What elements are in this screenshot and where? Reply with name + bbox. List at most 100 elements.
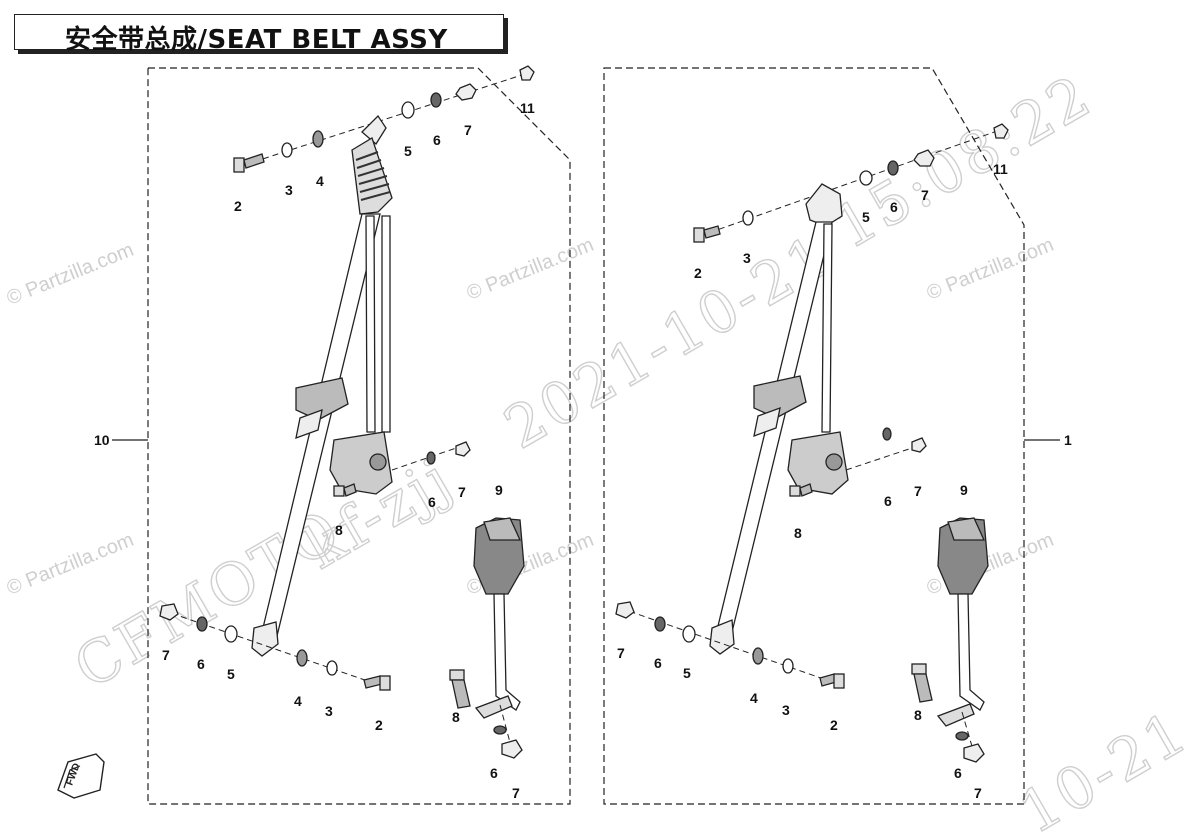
callout-number: 6 xyxy=(954,765,962,781)
callout-number: 6 xyxy=(197,656,205,672)
callout-number: 6 xyxy=(490,765,498,781)
flange-nut xyxy=(519,65,535,81)
hex-nut xyxy=(615,601,635,619)
callout-number: 4 xyxy=(750,690,758,706)
belt-webbing xyxy=(261,213,381,641)
belt-webbing-vertical xyxy=(381,215,391,433)
callout-number: 7 xyxy=(512,785,520,801)
wave-washer xyxy=(196,616,208,632)
flange-nut xyxy=(993,123,1009,139)
callout-number: 6 xyxy=(433,132,441,148)
wave-washer xyxy=(882,427,892,441)
hex-nut xyxy=(159,603,179,621)
wave-washer xyxy=(493,725,507,735)
callout-number: 9 xyxy=(495,482,503,498)
callout-number: 3 xyxy=(782,702,790,718)
callout-number: 6 xyxy=(890,199,898,215)
spacer-washer xyxy=(742,210,754,226)
callout-number: 8 xyxy=(452,709,460,725)
latch-tongue xyxy=(753,406,781,438)
right-callouts: 2 3 5 6 7 11 8 6 7 9 7 6 5 4 3 2 8 6 7 1 xyxy=(617,161,1072,801)
wave-washer xyxy=(312,130,324,148)
callout-number: 7 xyxy=(464,122,472,138)
spacer-washer xyxy=(782,658,794,674)
callout-number: 5 xyxy=(227,666,235,682)
hex-nut xyxy=(455,441,471,457)
wave-washer xyxy=(430,92,442,108)
latch-plate xyxy=(753,375,807,419)
wave-washer xyxy=(955,731,969,741)
left-assembly-frame xyxy=(147,67,571,805)
fwd-arrow-icon: FWD xyxy=(57,753,105,799)
lower-anchor-plate xyxy=(251,621,279,657)
hex-nut xyxy=(911,437,927,453)
callout-number: 6 xyxy=(884,493,892,509)
callout-number: 4 xyxy=(294,693,302,709)
callout-number: 2 xyxy=(375,717,383,733)
hex-nut xyxy=(913,149,935,167)
bushing xyxy=(401,101,415,119)
callout-number: 2 xyxy=(234,198,242,214)
buckle-bolt xyxy=(911,663,933,703)
callout-number: 5 xyxy=(862,209,870,225)
callout-number: 3 xyxy=(325,703,333,719)
title-box: 安全带总成/SEAT BELT ASSY xyxy=(14,14,504,55)
lower-anchor-plate xyxy=(709,619,735,655)
bushing xyxy=(682,625,696,643)
retractor-bolt xyxy=(789,483,813,497)
callout-number: 7 xyxy=(162,647,170,663)
callout-number: 8 xyxy=(794,525,802,541)
buckle-stalk xyxy=(957,593,985,711)
callout-number: 5 xyxy=(683,665,691,681)
retractor-bolt xyxy=(333,483,357,497)
hex-nut xyxy=(501,739,523,759)
partzilla-watermark: © Partzilla.com xyxy=(4,529,137,600)
wave-washer xyxy=(426,451,436,465)
latch-tongue xyxy=(295,408,323,440)
callout-number: 7 xyxy=(914,483,922,499)
retractor xyxy=(329,431,393,495)
callout-number: 2 xyxy=(694,265,702,281)
hex-nut xyxy=(963,743,985,763)
assembly-callout: 1 xyxy=(1064,432,1072,448)
partzilla-watermark: © Partzilla.com xyxy=(464,234,597,305)
callout-number: 9 xyxy=(960,482,968,498)
bushing xyxy=(859,170,873,186)
callout-number: 5 xyxy=(404,143,412,159)
right-assembly xyxy=(615,123,1009,763)
wave-washer xyxy=(654,616,666,632)
diagram-title: 安全带总成/SEAT BELT ASSY xyxy=(65,25,448,55)
callout-number: 6 xyxy=(654,655,662,671)
right-assembly-frame xyxy=(603,67,1025,805)
buckle-bracket xyxy=(474,695,513,719)
partzilla-watermark: © Partzilla.com xyxy=(4,239,137,310)
left-callouts: 2 3 4 5 6 7 11 8 6 7 9 7 6 5 4 3 2 8 6 7… xyxy=(94,100,535,801)
assembly-callout: 10 xyxy=(94,432,110,448)
anchor-bolt xyxy=(363,675,391,691)
callout-number: 11 xyxy=(993,161,1008,177)
partzilla-watermark: © Partzilla.com xyxy=(924,234,1057,305)
buckle-stalk xyxy=(493,593,521,711)
wave-washer xyxy=(887,160,899,176)
callout-number: 4 xyxy=(316,173,324,189)
corner-date-watermark: 10-21 xyxy=(1008,697,1200,840)
buckle-bolt xyxy=(449,669,471,709)
callout-number: 6 xyxy=(428,494,436,510)
anchor-bolt xyxy=(819,673,845,689)
watermark-layer: © Partzilla.com © Partzilla.com © Partzi… xyxy=(4,60,1200,840)
callout-number: 2 xyxy=(830,717,838,733)
callout-number: 8 xyxy=(914,707,922,723)
callout-number: 7 xyxy=(458,484,466,500)
shoulder-bolt xyxy=(693,225,721,243)
shoulder-bolt xyxy=(233,153,265,173)
left-assembly xyxy=(159,65,535,759)
belt-webbing-vertical xyxy=(821,223,833,433)
wave-washer xyxy=(296,649,308,667)
hex-nut xyxy=(455,83,477,101)
upper-anchor-plate xyxy=(805,183,843,227)
wave-washer xyxy=(752,647,764,665)
callout-number: 3 xyxy=(285,182,293,198)
retractor xyxy=(787,431,849,495)
